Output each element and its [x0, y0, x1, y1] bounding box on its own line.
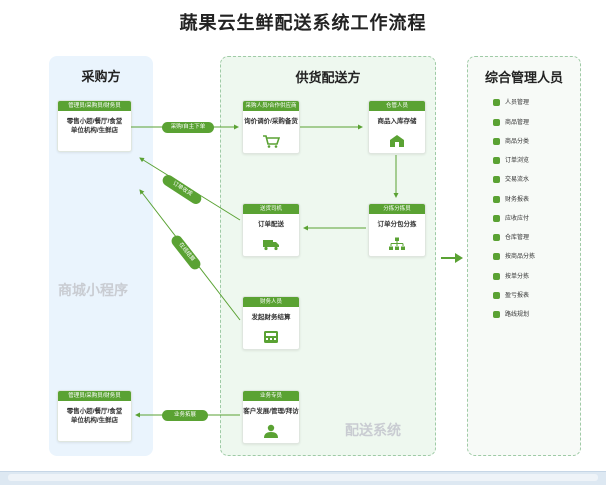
sorting-card-head: 分拣分拣员 — [369, 204, 425, 214]
buyer-card-bottom-line1: 零售小超/餐厅/食堂 — [66, 408, 123, 415]
buyer-card-bottom-head: 管理员/采购员/财务员 — [58, 391, 131, 401]
hierarchy-icon — [389, 237, 405, 250]
coin-icon — [493, 214, 500, 222]
finance-card: 财务人员 发起财务结算 — [242, 296, 300, 350]
buyer-card-top: 管理员/采购员/财务员 零售小超/餐厅/食堂 单位机构/生鲜店 — [57, 100, 132, 152]
buyer-panel-title: 采购方 — [81, 69, 121, 84]
supply-watermark: 配送系统 — [345, 422, 401, 438]
buyer-card-top-line2: 单位机构/生鲜店 — [70, 127, 119, 134]
sorting-card-text: 订单分包分拣 — [377, 221, 417, 228]
warehouse-icon — [493, 233, 500, 241]
supply-panel-title: 供货配送方 — [295, 70, 361, 85]
mgmt-item: 订单浏览 — [493, 155, 529, 167]
sort-icon — [493, 252, 500, 260]
warehouse-card: 仓管人员 商品入库存储 — [368, 100, 426, 154]
management-panel: 综合管理人员 — [467, 56, 581, 456]
list-icon — [493, 156, 500, 164]
bottom-scrollbar[interactable] — [0, 471, 606, 485]
cart-icon — [263, 135, 280, 148]
mgmt-item: 按商品分拣 — [493, 251, 535, 263]
truck-icon — [263, 240, 279, 251]
buyer-card-top-head: 管理员/采购员/财务员 — [58, 101, 131, 111]
mgmt-item: 盈亏报表 — [493, 290, 529, 302]
mgmt-item: 仓库管理 — [493, 232, 529, 244]
buyer-card-bottom-line2: 单位机构/生鲜店 — [70, 417, 119, 424]
sales-card-text: 客户发展/管理/拜访 — [243, 408, 299, 415]
flow-icon — [493, 175, 500, 183]
management-panel-title: 综合管理人员 — [484, 70, 563, 85]
mgmt-item: 交易流水 — [493, 174, 529, 186]
delivery-card-head: 送货司机 — [243, 204, 299, 214]
procure-card: 采购人员/合作供应商 询价调价/采购备货 — [242, 100, 300, 154]
mgmt-item: 商品管理 — [493, 117, 529, 129]
split-icon — [493, 272, 500, 280]
sales-card: 业务专员 客户发展/管理/拜访 — [242, 390, 300, 444]
sales-card-head: 业务专员 — [243, 391, 299, 401]
calculator-icon — [264, 331, 278, 343]
mgmt-item: 按单分拣 — [493, 271, 529, 283]
arrow-management — [441, 253, 463, 263]
procure-card-text: 询价调价/采购备货 — [244, 118, 298, 125]
grid-icon — [493, 137, 500, 145]
delivery-card: 送货司机 订单配送 — [242, 203, 300, 257]
box-icon — [493, 118, 500, 126]
mgmt-item: 商品分类 — [493, 136, 529, 148]
route-icon — [493, 310, 500, 318]
finance-card-head: 财务人员 — [243, 297, 299, 307]
mgmt-item: 财务报表 — [493, 194, 529, 206]
person-icon — [264, 424, 278, 438]
finance-card-text: 发起财务结算 — [251, 314, 291, 321]
pill-expand: 业务拓展 — [162, 410, 208, 421]
warehouse-card-head: 仓管人员 — [369, 101, 425, 111]
warehouse-card-text: 商品入库存储 — [377, 118, 417, 125]
report-icon — [493, 195, 500, 203]
user-icon — [493, 98, 500, 106]
warehouse-icon — [390, 135, 404, 147]
mgmt-item: 应收应付 — [493, 213, 529, 225]
chart-icon — [493, 291, 500, 299]
buyer-watermark: 商城小程序 — [58, 282, 128, 298]
sorting-card: 分拣分拣员 订单分包分拣 — [368, 203, 426, 257]
mgmt-item: 路线规划 — [493, 309, 529, 321]
delivery-card-text: 订单配送 — [258, 221, 284, 228]
page-title: 蔬果云生鲜配送系统工作流程 — [179, 13, 427, 33]
procure-card-head: 采购人员/合作供应商 — [243, 101, 299, 111]
buyer-card-bottom: 管理员/采购员/财务员 零售小超/餐厅/食堂 单位机构/生鲜店 — [57, 390, 132, 442]
pill-order: 采购/自主下单 — [162, 122, 214, 133]
scrollbar-track[interactable] — [8, 474, 598, 481]
mgmt-item: 人员管理 — [493, 97, 529, 109]
buyer-card-top-line1: 零售小超/餐厅/食堂 — [66, 118, 123, 125]
